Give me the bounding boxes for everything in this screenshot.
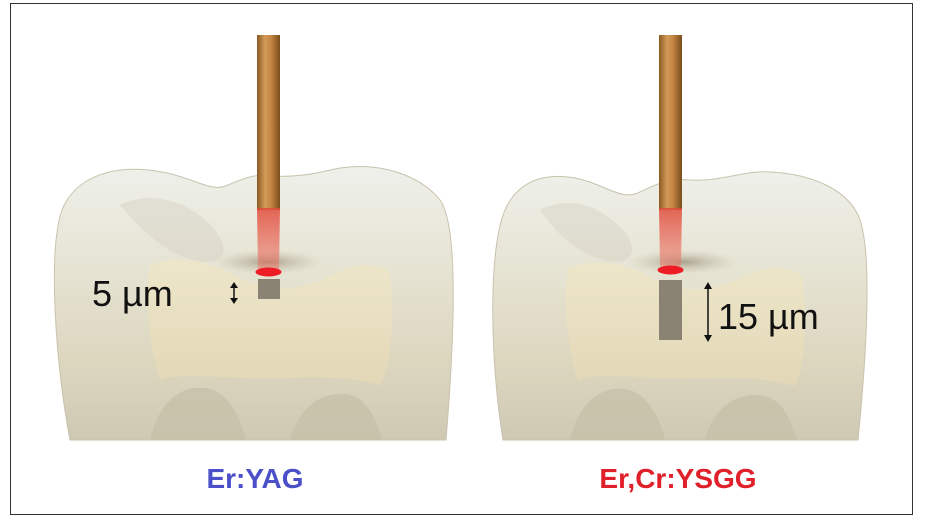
laser-name-right: Er,Cr:YSGG — [599, 463, 756, 494]
depth-label-right: 15 µm — [718, 296, 819, 337]
depth-label-left: 5 µm — [92, 273, 173, 314]
beam-right — [659, 208, 682, 266]
fiber-left — [257, 35, 280, 210]
laser-name-left: Er:YAG — [206, 463, 303, 494]
beam-left — [257, 208, 280, 270]
fiber-right — [659, 35, 682, 210]
ablation-depth-left — [258, 279, 280, 299]
laser-right — [658, 35, 684, 340]
laser-left — [256, 35, 282, 299]
laser-spot-right — [658, 266, 684, 275]
laser-spot-left — [256, 268, 282, 277]
ablation-depth-right — [659, 280, 682, 340]
